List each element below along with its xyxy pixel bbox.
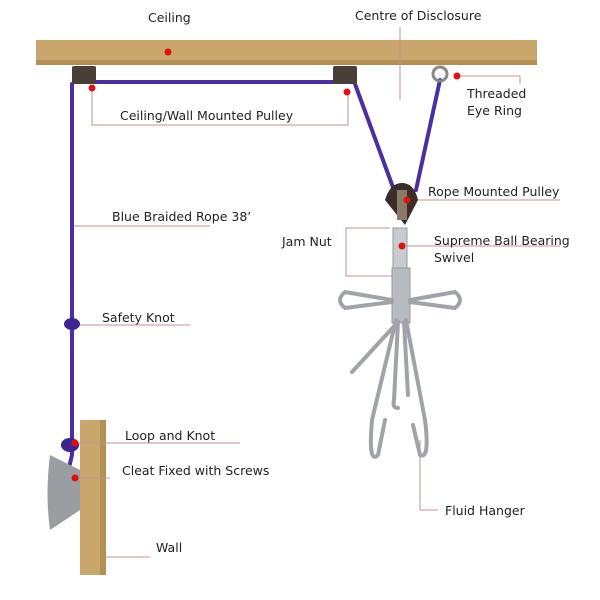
safety-knot — [64, 318, 80, 330]
eye-ring — [431, 65, 449, 83]
label-cleat: Cleat Fixed with Screws — [122, 463, 270, 478]
label-jam-nut: Jam Nut — [282, 234, 332, 249]
label-ball-bearing: Supreme Ball Bearing — [434, 233, 570, 248]
label-centre-of-disclosure: Centre of Disclosure — [355, 8, 482, 23]
wall-pulley-right — [333, 66, 357, 84]
label-wall-mounted-pulley: Ceiling/Wall Mounted Pulley — [120, 108, 294, 123]
label-safety-knot: Safety Knot — [102, 310, 175, 325]
label-eye-ring: Eye Ring — [467, 103, 522, 118]
label-swivel: Swivel — [434, 250, 475, 265]
leader-lines — [72, 27, 560, 558]
label-loop-and-knot: Loop and Knot — [125, 428, 216, 443]
fluid-hanger — [338, 267, 462, 459]
marker-dots — [71, 48, 461, 482]
label-rope: Blue Braided Rope 38’ — [112, 209, 252, 224]
label-wall: Wall — [156, 540, 183, 555]
label-threaded: Threaded — [467, 86, 527, 101]
wall-pulley-left — [72, 66, 96, 84]
label-fluid-hanger: Fluid Hanger — [445, 503, 525, 518]
label-ceiling: Ceiling — [148, 10, 191, 25]
label-rope-mounted-pulley: Rope Mounted Pulley — [428, 184, 560, 199]
cleat — [47, 455, 80, 530]
